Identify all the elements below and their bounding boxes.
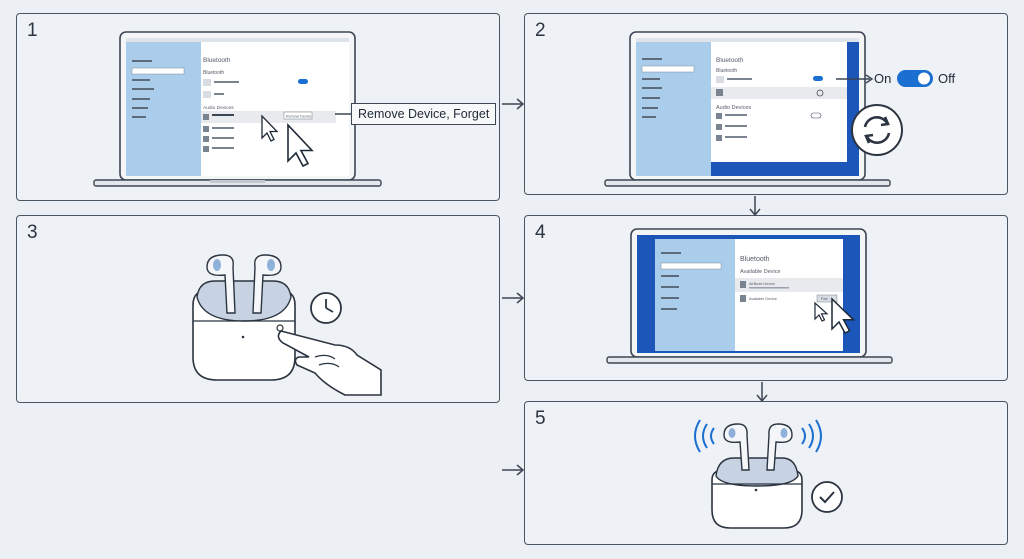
- refresh-icon: [851, 104, 903, 156]
- screen-title: Bluetooth: [740, 256, 770, 263]
- step-number: 1: [27, 20, 38, 41]
- cursor-icon: [814, 301, 829, 322]
- earbuds-case-press-illustration: [192, 254, 382, 396]
- screen-section: Bluetooth: [716, 68, 737, 74]
- arrow-3-to-4: [502, 292, 525, 304]
- clock-icon: [310, 292, 342, 324]
- screen-section: Bluetooth: [203, 70, 224, 76]
- screen-title: Bluetooth: [716, 57, 744, 64]
- screen-section: Available Device: [740, 269, 781, 275]
- arrow-2-to-4: [749, 196, 761, 217]
- device-1-name: AirBuds Device: [749, 282, 775, 286]
- checkmark-icon: [811, 481, 843, 513]
- large-cursor-icon: [831, 297, 856, 334]
- arrow-into-5: [502, 464, 525, 476]
- bluetooth-toggle-switch[interactable]: [897, 70, 935, 88]
- toggle-arrow: [836, 74, 874, 84]
- audio-header: Audio Devices: [203, 105, 234, 111]
- step-number: 3: [27, 222, 38, 243]
- pair-button[interactable]: Pair: [821, 297, 828, 301]
- arrow-4-to-5: [756, 382, 768, 403]
- laptop-illustration: Bluetooth Available Device AirBuds Devic…: [606, 228, 893, 364]
- callout-connector: [335, 113, 353, 115]
- connected-earbuds-illustration: [694, 419, 822, 529]
- laptop-illustration: Bluetooth Bluetooth Audio Devices Remove…: [93, 31, 382, 187]
- cursor-icon: [261, 114, 279, 142]
- screen-title: Bluetooth: [203, 57, 231, 64]
- remove-device-mini-button[interactable]: Remove Device: [286, 115, 311, 119]
- toggle-off-label: Off: [938, 71, 956, 86]
- arrow-1-to-2: [502, 98, 525, 110]
- device-2-name: Available Device: [749, 297, 777, 301]
- large-cursor-icon: [287, 122, 314, 168]
- toggle-on-label: On: [874, 71, 892, 86]
- audio-header: Audio Devices: [716, 105, 751, 111]
- laptop-illustration: Bluetooth Bluetooth Audio Devices: [604, 31, 891, 187]
- step-number: 4: [535, 222, 546, 243]
- step-number: 5: [535, 408, 546, 429]
- remove-device-callout: Remove Device, Forget: [351, 103, 497, 125]
- step-number: 2: [535, 20, 546, 41]
